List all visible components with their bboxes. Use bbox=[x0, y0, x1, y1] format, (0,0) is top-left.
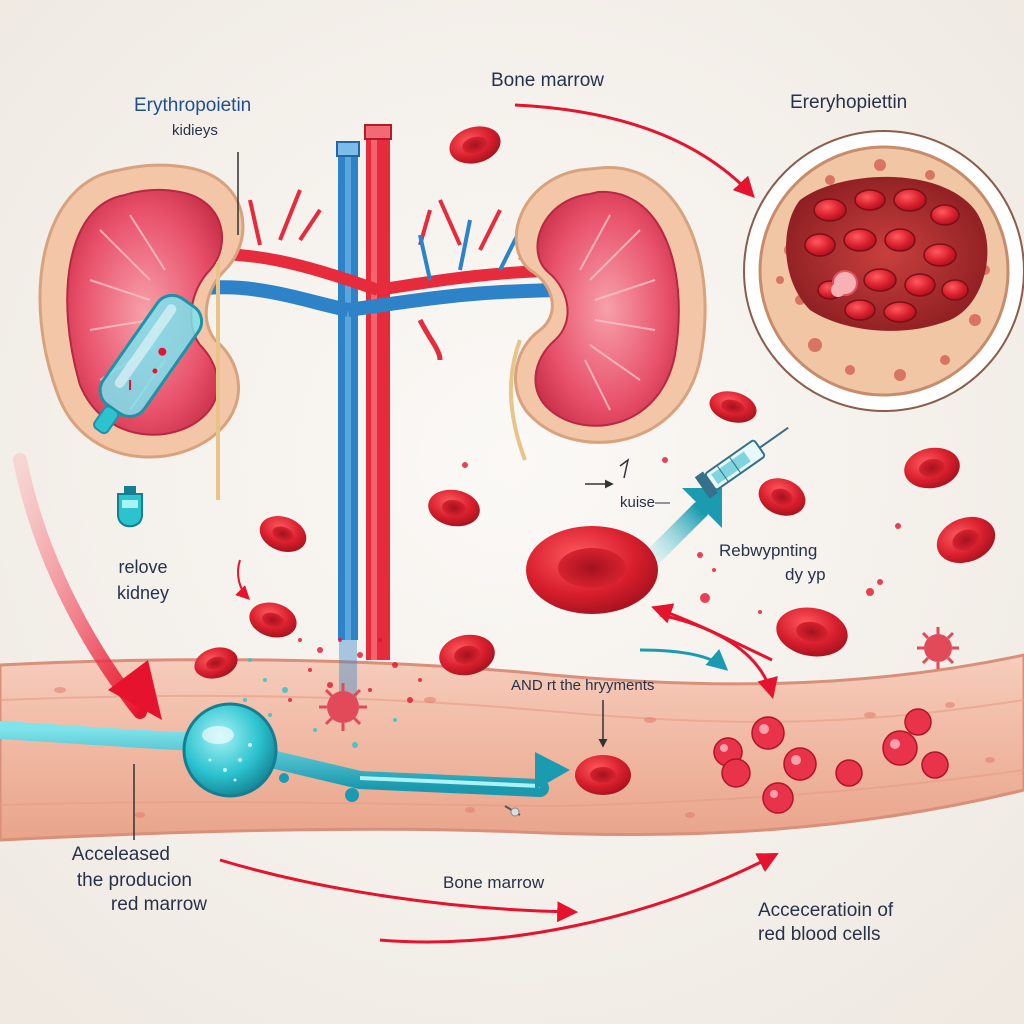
label-bone-marrow-bottom: Bone marrow bbox=[443, 873, 545, 892]
right-kidney bbox=[508, 166, 707, 461]
label-erythropoietin: Erythropoietin bbox=[134, 95, 252, 116]
label-acceleased: Acceleased bbox=[71, 844, 170, 865]
blood-bag-icon bbox=[117, 486, 143, 528]
marrow-rbc-cluster bbox=[804, 188, 969, 323]
label-the-production: the producion bbox=[76, 870, 192, 891]
particle-dots bbox=[243, 457, 901, 802]
label-acceration: Accecerati​oin of bbox=[758, 900, 894, 921]
arrow-cyan-curve bbox=[639, 648, 729, 671]
label-rebwypnting: Rebwypnting bbox=[719, 541, 818, 560]
label-kidney: kidney bbox=[116, 583, 170, 603]
label-bone-marrow-top: Bone marrow bbox=[491, 70, 604, 91]
bone-marrow-cross-section bbox=[743, 130, 1024, 412]
epo-delivery-tube bbox=[0, 702, 570, 817]
left-kidney bbox=[38, 163, 245, 500]
arrow-bottom-2 bbox=[379, 853, 779, 944]
label-kuise: kuise— bbox=[620, 494, 671, 511]
label-red-marrow: red marrow bbox=[110, 894, 207, 915]
label-ereryhopiettin: Ereryhopiettin bbox=[790, 92, 908, 113]
flow-arrows bbox=[13, 103, 779, 944]
cyan-arrow bbox=[641, 488, 722, 569]
red-blood-cells bbox=[194, 126, 996, 795]
arrow-bottom-1 bbox=[219, 858, 579, 923]
label-kidneys: kidieys bbox=[172, 122, 218, 139]
label-red-blood-cells: red blood cells bbox=[758, 924, 881, 945]
label-hryyments: AND rt the hryyments bbox=[511, 677, 655, 694]
arrow-rbc-loop bbox=[659, 613, 778, 700]
label-dy-yp: dy yp bbox=[785, 565, 826, 584]
epo-capsule-icon bbox=[93, 293, 204, 435]
label-relove: relove bbox=[118, 557, 168, 577]
syringe-icon bbox=[694, 426, 789, 499]
pointer-lines bbox=[133, 152, 630, 840]
arrow-top-to-marrow bbox=[514, 103, 755, 199]
reticulocytes bbox=[713, 708, 949, 814]
